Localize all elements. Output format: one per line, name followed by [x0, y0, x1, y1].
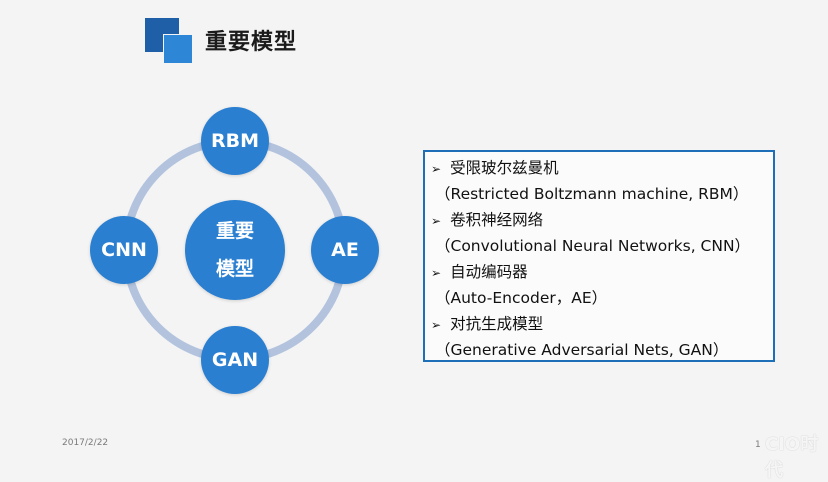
model-diagram: RBM AE GAN CNN 重要 模型	[80, 100, 390, 400]
slide-date: 2017/2/22	[62, 438, 109, 448]
list-item: ➢ 卷积神经网络	[431, 207, 773, 233]
center-label-2: 模型	[215, 258, 254, 280]
model-fullname: （Generative Adversarial Nets, GAN）	[435, 341, 729, 359]
list-item: ➢ 对抗生成模型	[431, 311, 773, 337]
bullet-arrow-icon: ➢	[431, 162, 442, 176]
center-label-1: 重要	[215, 220, 254, 242]
model-name: 自动编码器	[450, 263, 528, 281]
node-cnn: CNN	[90, 216, 158, 284]
model-name: 受限玻尔兹曼机	[450, 159, 559, 177]
node-center: 重要 模型	[185, 200, 285, 300]
slide-title: 重要模型	[205, 30, 298, 55]
list-item: ➢ 自动编码器	[431, 259, 773, 285]
title-decoration	[145, 18, 193, 64]
model-list-box: ➢ 受限玻尔兹曼机 （Restricted Boltzmann machine, …	[423, 150, 775, 362]
title-square-light	[163, 34, 193, 64]
node-gan: GAN	[201, 326, 269, 394]
model-name: 卷积神经网络	[450, 211, 544, 229]
bullet-arrow-icon: ➢	[431, 318, 442, 332]
watermark-logo: CIO时代	[765, 434, 819, 481]
model-name: 对抗生成模型	[450, 315, 544, 333]
bullet-arrow-icon: ➢	[431, 266, 442, 280]
node-rbm: RBM	[201, 107, 269, 175]
model-fullname: （Restricted Boltzmann machine, RBM）	[435, 185, 749, 203]
model-fullname: （Auto-Encoder，AE）	[435, 289, 608, 307]
list-item: ➢ 受限玻尔兹曼机	[431, 155, 773, 181]
model-fullname: （Convolutional Neural Networks, CNN）	[435, 237, 751, 255]
node-ae: AE	[311, 216, 379, 284]
bullet-arrow-icon: ➢	[431, 214, 442, 228]
slide: 重要模型 RBM AE GAN CNN 重要 模型 ➢受限玻尔兹曼机 （Rest…	[62, 18, 818, 481]
page-number: 1	[755, 440, 761, 450]
